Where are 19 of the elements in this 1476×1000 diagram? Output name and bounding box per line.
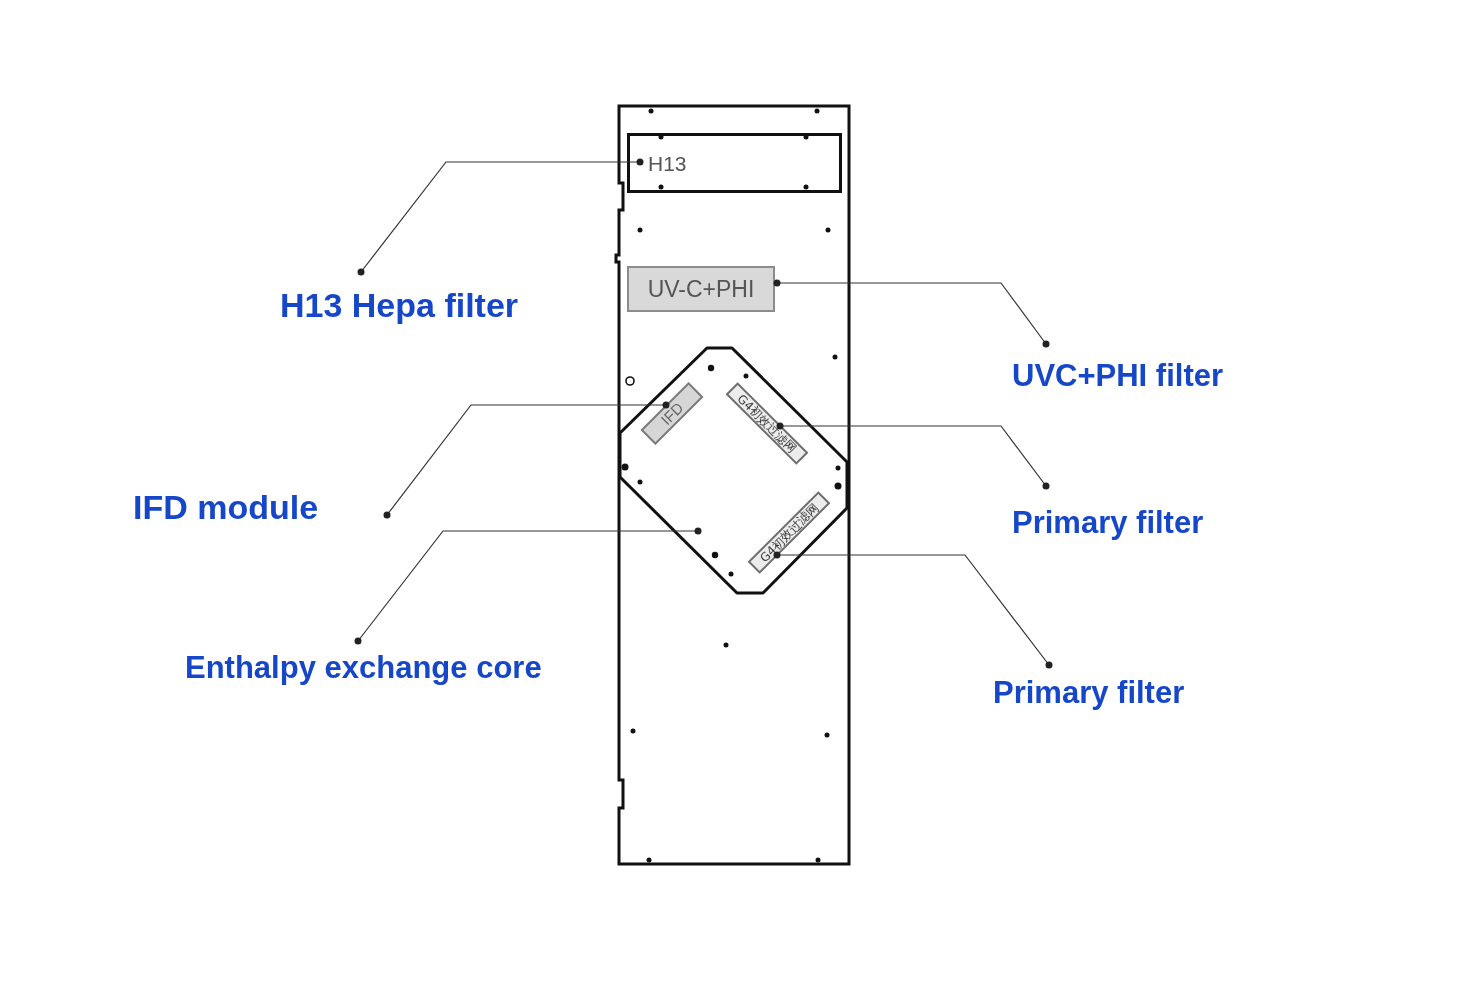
module-panel: IFD — [640, 381, 703, 445]
filter-panel: UV-C+PHI — [627, 266, 775, 312]
cabinet-outline — [616, 104, 851, 866]
callout-label: Enthalpy exchange core — [185, 652, 542, 683]
callout-label: Primary filter — [1012, 507, 1204, 538]
filter-panel: G4初效过滤网 — [747, 490, 831, 574]
exchange-core-outline — [618, 346, 849, 595]
leader-line — [383, 401, 670, 519]
leader-line — [773, 279, 1050, 348]
leader-line — [354, 527, 702, 645]
leader-line — [357, 158, 644, 276]
callout-label: UVC+PHI filter — [1012, 360, 1224, 391]
filter-panel: H13 — [627, 133, 842, 193]
filter-panel: G4初效过滤网 — [725, 382, 808, 465]
callout-label: H13 Hepa filter — [280, 288, 519, 322]
leader-line — [776, 422, 1050, 490]
leader-line — [773, 551, 1053, 669]
callout-label: Primary filter — [993, 677, 1185, 708]
callout-label: IFD module — [133, 490, 319, 524]
